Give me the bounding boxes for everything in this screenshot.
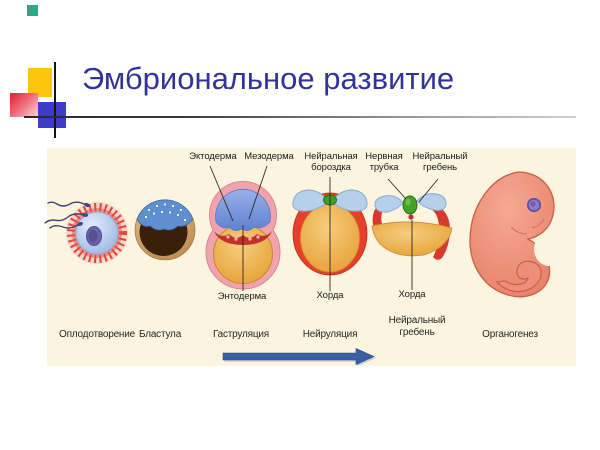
stage-label-blastula: Бластула [138, 329, 182, 340]
title-underline [24, 116, 576, 118]
neural-crest-figure [371, 193, 453, 260]
slide-title: Эмбриональное развитие [82, 61, 455, 96]
leader-lines [209, 165, 439, 291]
stage-label-neural-crest: Нейральный гребень [388, 315, 446, 338]
label-chord-neurula: Хорда [316, 290, 344, 301]
organogenesis-figure [469, 171, 564, 298]
stage-label-organogenesis: Органогенез [482, 329, 538, 340]
label-neural-tube: Нервная трубка [365, 151, 403, 173]
accent-square-teal-icon [27, 5, 38, 16]
label-chord-crest: Хорда [398, 289, 426, 300]
accent-square-yellow-icon [28, 68, 52, 97]
label-neural-crest: Нейральный гребень [412, 151, 468, 173]
flow-arrow-icon [222, 348, 376, 367]
label-neural-groove: Нейральная бороздка [304, 151, 358, 173]
accent-square-blue-icon [38, 102, 66, 128]
stage-label-gastrulation: Гаструляция [212, 329, 269, 340]
label-mesoderm: Мезодерма [244, 151, 294, 162]
stage-label-fertilization: Оплодотворение [59, 329, 135, 340]
blastula-figure [134, 199, 196, 261]
accent-square-red-icon [10, 93, 38, 117]
label-ectoderm: Эктодерма [189, 151, 237, 162]
label-endoderm: Энтодерма [217, 291, 267, 302]
stage-label-neurulation: Нейруляция [302, 329, 358, 340]
fertilization-figure [44, 201, 128, 264]
title-vertical-rule [54, 62, 56, 138]
